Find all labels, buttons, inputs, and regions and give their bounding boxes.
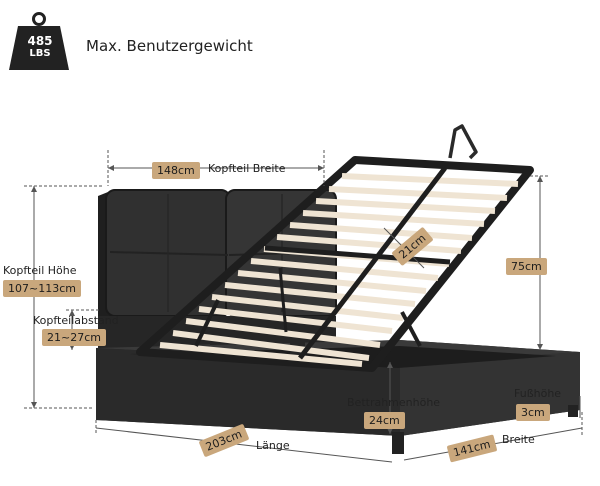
bed-foot-right bbox=[568, 405, 578, 417]
foot-height-value: 3cm bbox=[516, 404, 550, 421]
lift-handle bbox=[448, 124, 478, 160]
bed-foot-front bbox=[392, 432, 404, 454]
headboard-gap-label: Kopfteilabstand bbox=[33, 314, 119, 327]
headboard-width-value: 148cm bbox=[152, 162, 200, 179]
lifted-slatted-frame bbox=[136, 156, 534, 372]
frame-height-label: Bettrahmenhöhe bbox=[347, 396, 441, 409]
total-height-value: 75cm bbox=[506, 258, 547, 275]
headboard-height-value: 107~113cm bbox=[3, 280, 81, 297]
headboard-gap-value: 21~27cm bbox=[42, 329, 106, 346]
length-label: Länge bbox=[256, 439, 290, 452]
headboard-height-label: Kopfteil Höhe bbox=[3, 264, 77, 277]
weight-icon bbox=[9, 12, 69, 70]
width-label: Breite bbox=[502, 433, 535, 446]
weight-unit: LBS bbox=[29, 48, 51, 59]
frame-height-value: 24cm bbox=[364, 412, 405, 429]
weight-value: 485 bbox=[27, 34, 53, 48]
foot-height-label: Fußhöhe bbox=[514, 387, 562, 400]
weight-title: Max. Benutzergewicht bbox=[86, 37, 253, 55]
headboard-width-label: Kopfteil Breite bbox=[208, 162, 286, 175]
